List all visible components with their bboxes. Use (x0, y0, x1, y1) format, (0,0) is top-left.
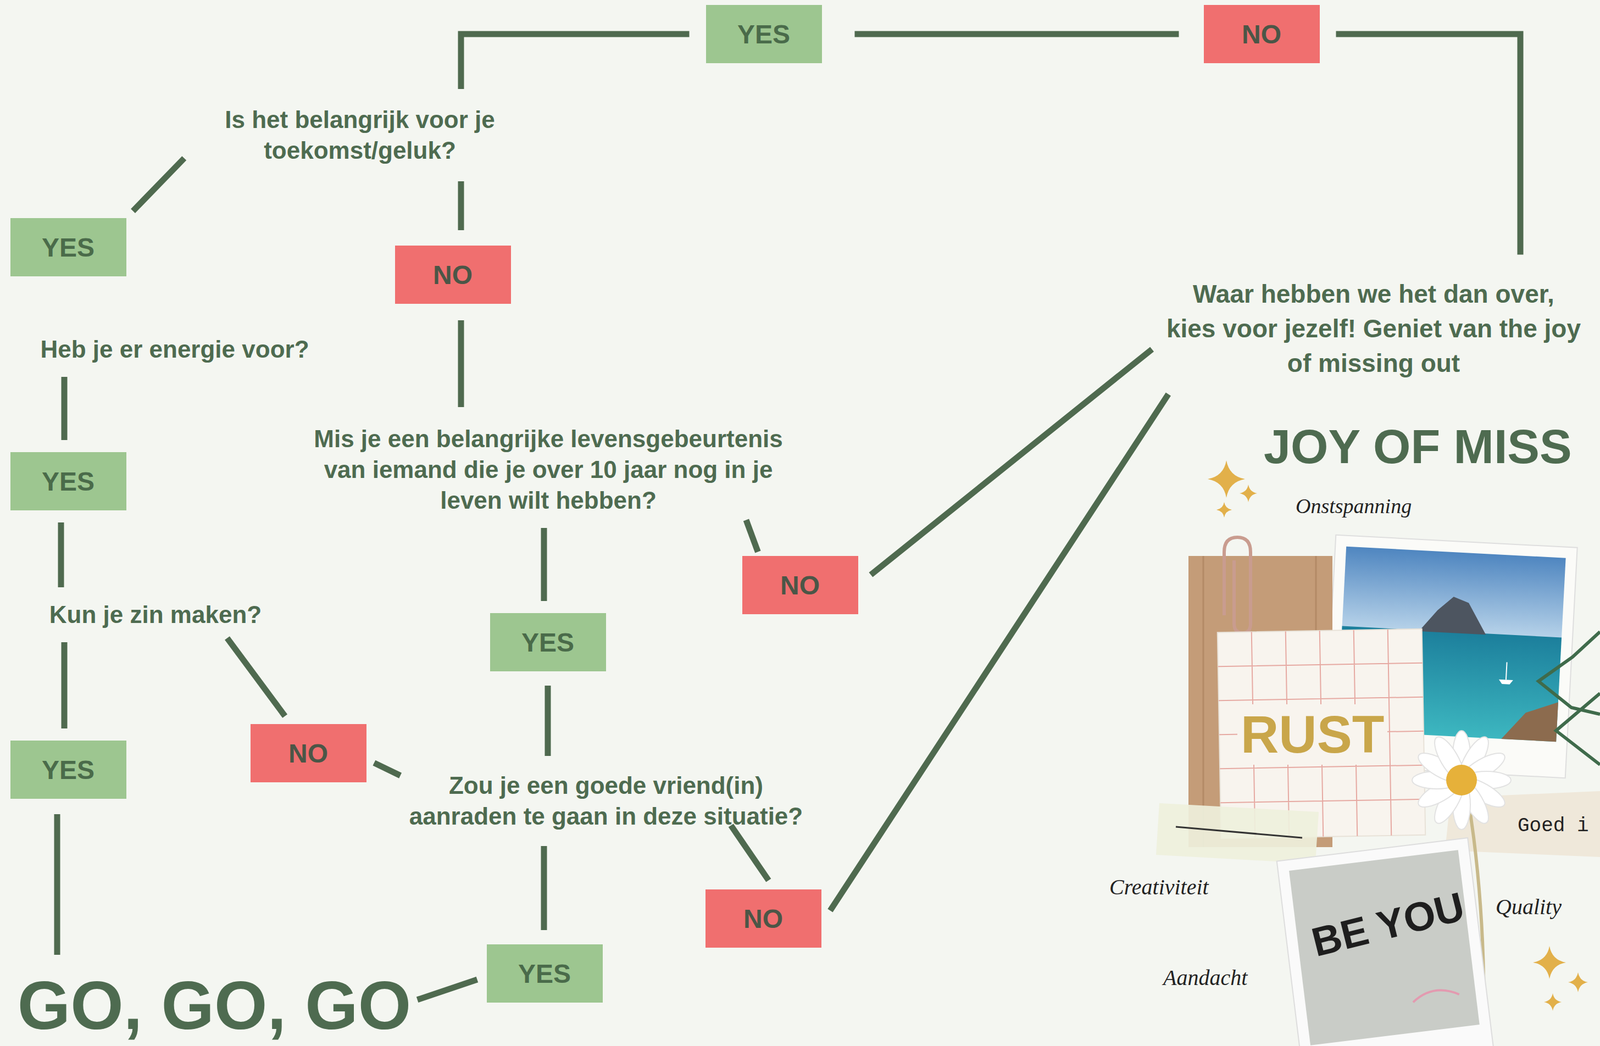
flow-connector (458, 320, 465, 408)
collage-word: Creativiteit (1109, 874, 1209, 900)
daisy (1412, 730, 1511, 830)
question-text: Zou je een goede vriend(in) aanraden te … (408, 770, 804, 832)
answer-no-box: NO (1203, 4, 1320, 64)
node-text: NO (432, 259, 473, 291)
question-text: Mis je een belangrijke levensgebeurtenis… (290, 423, 807, 516)
answer-no-box: NO (705, 889, 822, 948)
answer-yes-box: YES (486, 944, 603, 1003)
collage-word: Goed i (1517, 814, 1590, 838)
photo-boat (1498, 679, 1514, 685)
flow-connector (541, 528, 548, 602)
flow-connector (374, 763, 401, 776)
node-text: YES (41, 466, 95, 497)
answer-no-box: NO (395, 245, 511, 304)
question-text: Heb je er energie voor? (40, 334, 309, 365)
sparkle (1216, 502, 1232, 518)
flow-connector (541, 846, 548, 931)
sparkle (1207, 460, 1246, 498)
question-text: Kun je zin maken? (49, 599, 262, 631)
node-text: YES (518, 958, 571, 990)
flow-connector (61, 376, 68, 441)
question-text: Is het belangrijk voor je toekomst/geluk… (184, 104, 536, 166)
flow-connector (830, 394, 1169, 911)
collage-heading: JOY OF MISS (1263, 418, 1572, 475)
node-text: Mis je een belangrijke levensgebeurtenis… (290, 423, 807, 516)
flow-connector (132, 158, 185, 211)
cardboard-grain (1202, 556, 1205, 848)
node-text: NO (780, 570, 820, 601)
node-text: NO (288, 738, 329, 769)
node-text: YES (41, 754, 95, 786)
result-text: GO, GO, GO (17, 970, 412, 1041)
flow-connector (730, 825, 769, 881)
collage-word: Onstspanning (1295, 494, 1412, 519)
answer-yes-box: YES (490, 613, 607, 672)
pink-scribble (1412, 987, 1460, 1003)
card-word: RUST (1237, 704, 1388, 765)
daisy-heart (1446, 764, 1477, 796)
polaroid-photo (1289, 850, 1480, 1046)
grid-card-lines (1217, 629, 1426, 839)
sparkle (1543, 993, 1562, 1011)
flow-connector (854, 31, 1180, 38)
node-text: NO (1241, 19, 1282, 50)
answer-yes-box: YES (706, 4, 822, 64)
paperclip (1224, 537, 1251, 633)
flow-connector (54, 814, 61, 955)
node-text: YES (41, 232, 95, 263)
conclusion-text: Waar hebben we het dan over, kies voor j… (1164, 276, 1583, 381)
ribbon-line (1556, 693, 1600, 765)
flow-connector (545, 685, 552, 757)
sparkle (1239, 484, 1258, 503)
node-text: GO, GO, GO (17, 970, 412, 1041)
flow-connector (870, 349, 1153, 576)
polaroid-frame (1276, 837, 1497, 1046)
node-text: YES (521, 627, 575, 658)
flow-connector (460, 34, 690, 90)
flow-connector (458, 181, 465, 231)
answer-no-box: NO (250, 724, 367, 783)
answer-yes-box: YES (10, 218, 127, 277)
photo-sky (1341, 546, 1566, 641)
answer-yes-box: YES (10, 740, 127, 799)
grid-card-paper (1217, 629, 1426, 839)
flow-connector (1336, 34, 1521, 255)
sparkle (1532, 946, 1566, 980)
node-text: Kun je zin maken? (49, 599, 262, 631)
be-you-polaroid (1276, 837, 1497, 1046)
node-text: Waar hebben we het dan over, kies voor j… (1164, 276, 1583, 381)
node-text: YES (737, 19, 791, 50)
photo-island (1418, 595, 1488, 635)
flow-connector (58, 522, 65, 588)
sparkle (1568, 972, 1588, 993)
tape-strip (1156, 803, 1319, 864)
flow-connector (61, 642, 68, 729)
flow-connector (746, 520, 758, 553)
tape-mark (1175, 826, 1303, 838)
node-text: NO (743, 903, 783, 935)
collage-word: Aandacht (1163, 965, 1248, 991)
node-text: Is het belangrijk voor je toekomst/geluk… (184, 104, 536, 166)
node-text: Zou je een goede vriend(in) aanraden te … (408, 770, 804, 832)
flow-connector (417, 979, 478, 1000)
node-text: Heb je er energie voor? (40, 334, 309, 365)
collage-word: Quality (1495, 894, 1562, 920)
photo-mast (1506, 662, 1508, 680)
answer-yes-box: YES (10, 452, 127, 511)
photo-rocks (1501, 699, 1559, 742)
flow-connector (226, 637, 285, 716)
grid-card (1217, 629, 1426, 839)
answer-no-box: NO (742, 556, 859, 615)
